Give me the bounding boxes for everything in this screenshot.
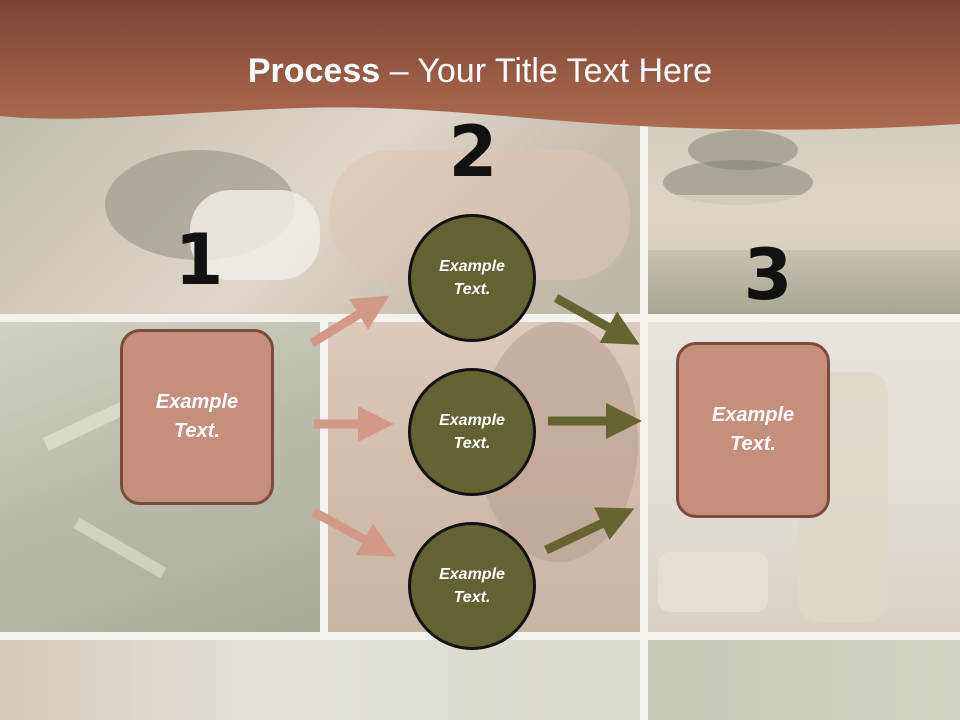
photo-bottom-left-tile [0, 640, 640, 720]
arrow-2c-to-3 [544, 507, 635, 555]
step-3-box: Example Text. [676, 342, 830, 518]
step-3-number: 3 [743, 234, 793, 316]
photo-bottom-right-tile [648, 640, 960, 720]
step-2-circle-text: Example Text. [439, 566, 505, 606]
step-1-number: 1 [174, 219, 224, 301]
slide-title: Process – Your Title Text Here [0, 52, 960, 91]
grid-line [640, 0, 648, 720]
step-1-text: Example Text. [155, 391, 239, 442]
cream-shape [658, 552, 768, 612]
arrow-1-to-2c [311, 508, 396, 557]
arrow-2a-to-3 [553, 294, 640, 345]
step-2-circle-text: Example Text. [439, 258, 505, 298]
arrow-1-to-2a [309, 295, 390, 347]
title-rest: – Your Title Text Here [380, 52, 713, 90]
sand-shape [648, 195, 960, 250]
title-banner [0, 0, 960, 130]
step-2-number: 2 [448, 111, 498, 193]
step-2-circle-middle: Example Text. [408, 368, 536, 496]
grid-line [320, 314, 328, 640]
step-2-circle-text: Example Text. [439, 412, 505, 452]
towel-shape [190, 190, 320, 280]
step-3-text: Example Text. [711, 404, 795, 455]
step-2-circle-top: Example Text. [408, 214, 536, 342]
step-1-box: Example Text. [120, 329, 274, 505]
title-bold: Process [247, 52, 381, 90]
step-2-circle-bottom: Example Text. [408, 522, 536, 650]
